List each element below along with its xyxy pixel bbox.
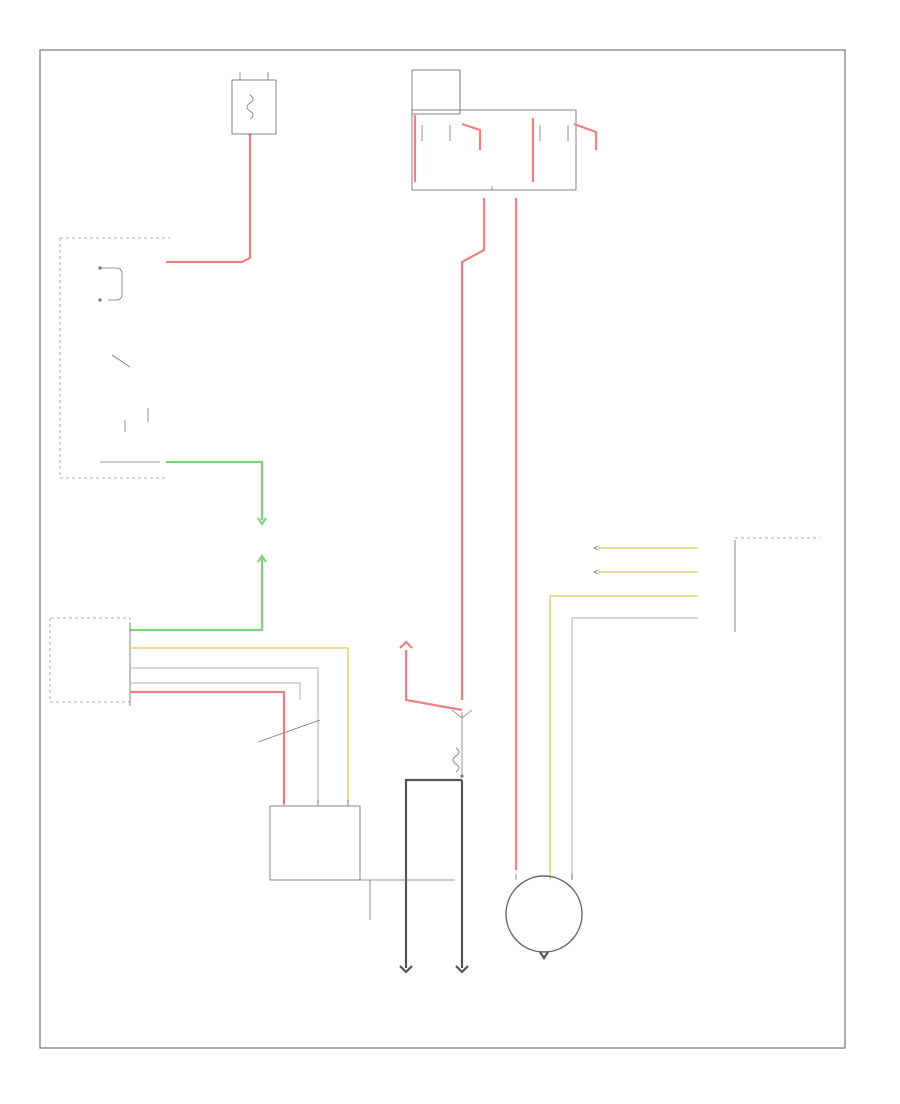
- battery-sensor-box: [269, 805, 361, 881]
- wire-green-lower: [130, 558, 264, 632]
- splice-center: [399, 640, 473, 778]
- ground-left: [399, 965, 413, 974]
- fuse-block-left-box: [231, 79, 277, 135]
- engine-control-module: [49, 617, 131, 706]
- generator-circle: [505, 875, 583, 953]
- fuse-block-left: [231, 72, 277, 137]
- switch-line: [257, 719, 321, 743]
- wire-red-fuse-left: [166, 135, 252, 264]
- wire-red-splice: [404, 650, 463, 712]
- wire-black-ground-left: [404, 778, 462, 968]
- wire-red-ecm: [130, 690, 286, 804]
- wire-gray-ecm-1: [130, 667, 319, 804]
- wire-red-main: [460, 198, 486, 700]
- ground-right: [455, 965, 469, 974]
- fuse-block-center-box: [411, 109, 577, 191]
- star-connector-upper: [257, 554, 267, 563]
- diagram-frame: [39, 49, 846, 1049]
- charge-indicator-icon: [100, 267, 123, 301]
- fuse-left-symbol: [246, 94, 254, 120]
- fusible-link-symbol: [452, 747, 460, 773]
- wire-red-fuse-center-b: [461, 122, 482, 150]
- generator: [505, 874, 583, 960]
- generator-ground-icon: [539, 951, 549, 960]
- wire-gray-ecm-2: [130, 682, 301, 700]
- fuse-block-center: [411, 69, 577, 191]
- instrument-cluster: [59, 237, 170, 479]
- battery-current-sensor: [269, 800, 455, 881]
- wire-yellow-ecm: [130, 647, 349, 804]
- wire-green-upper: [166, 460, 264, 520]
- engine-control-module-right: [734, 537, 820, 632]
- wire-red-fuse-right-b: [573, 122, 598, 150]
